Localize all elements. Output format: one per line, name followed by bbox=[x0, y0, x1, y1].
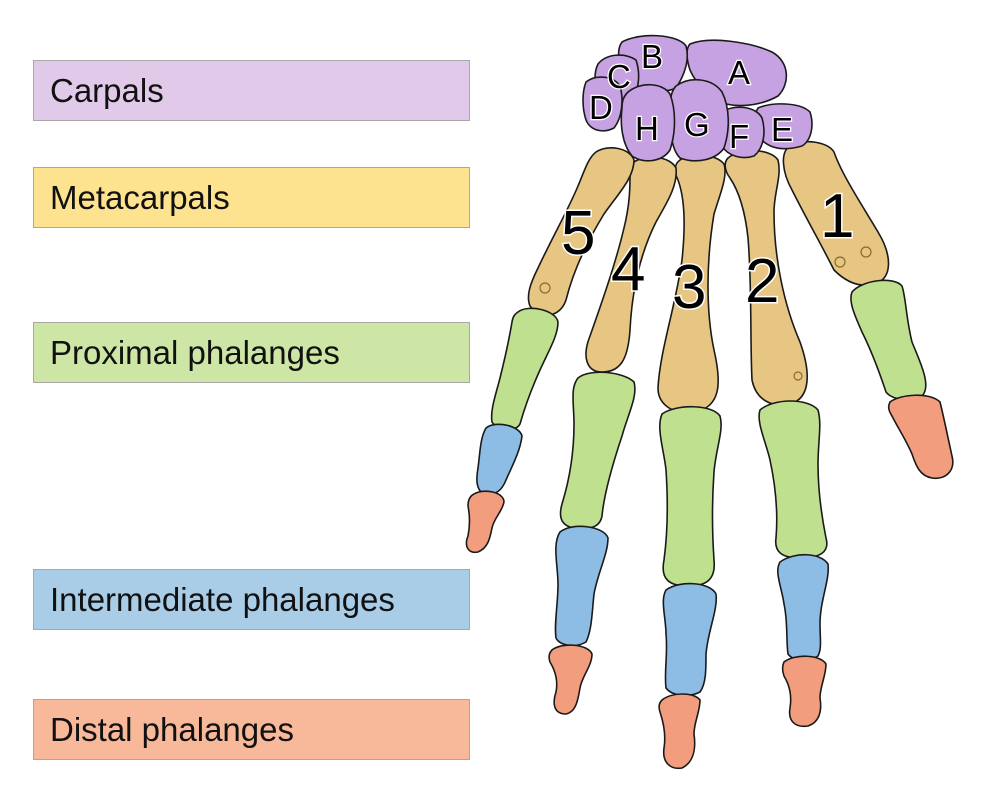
proximal-phalanx-2 bbox=[758, 400, 828, 559]
legend-carpals: Carpals bbox=[33, 60, 470, 121]
metacarpal-labels: 1 2 3 4 5 bbox=[560, 181, 856, 324]
metacarpal-label-5: 5 bbox=[561, 199, 595, 268]
carpal-label-a: A bbox=[728, 54, 750, 91]
proximal-phalanges bbox=[490, 279, 927, 587]
carpals bbox=[582, 34, 813, 162]
distal-phalanges bbox=[465, 394, 954, 770]
metacarpal-label-3: 3 bbox=[672, 253, 706, 322]
legend-metacarpals: Metacarpals bbox=[33, 167, 470, 228]
proximal-phalanx-5 bbox=[490, 307, 559, 431]
distal-phalanx-1 bbox=[887, 394, 954, 480]
carpal-h bbox=[620, 83, 676, 162]
intermediate-phalanx-3 bbox=[662, 582, 718, 697]
intermediate-phalanges bbox=[476, 423, 830, 697]
carpal-label-c: C bbox=[607, 58, 631, 95]
metacarpal-label-4: 4 bbox=[611, 235, 645, 304]
proximal-phalanx-3 bbox=[659, 405, 722, 587]
carpal-label-h: H bbox=[635, 110, 659, 147]
carpal-label-d: D bbox=[589, 89, 613, 126]
proximal-phalanx-4 bbox=[559, 371, 636, 530]
distal-phalanx-4 bbox=[548, 644, 593, 715]
carpal-label-b: B bbox=[641, 38, 663, 75]
metacarpals bbox=[527, 140, 890, 414]
distal-phalanx-2 bbox=[781, 655, 827, 728]
distal-phalanx-5 bbox=[465, 490, 505, 554]
intermediate-phalanx-5 bbox=[476, 423, 523, 496]
distal-phalanx-3 bbox=[658, 693, 701, 770]
legend-distal-phalanges: Distal phalanges bbox=[33, 699, 470, 760]
carpal-label-e: E bbox=[771, 111, 793, 148]
carpal-labels: A B C D E F G H bbox=[588, 37, 795, 157]
metacarpal-label-2: 2 bbox=[745, 247, 779, 316]
bone-details bbox=[539, 246, 872, 381]
carpal-label-f: F bbox=[729, 118, 749, 155]
intermediate-phalanx-2 bbox=[777, 553, 830, 662]
legend-proximal-phalanges: Proximal phalanges bbox=[33, 322, 470, 383]
metacarpal-label-1: 1 bbox=[820, 182, 854, 251]
carpal-label-g: G bbox=[684, 106, 710, 143]
proximal-phalanx-1 bbox=[850, 279, 927, 401]
carpal-d bbox=[582, 76, 623, 132]
intermediate-phalanx-4 bbox=[554, 525, 609, 647]
legend-intermediate-phalanges: Intermediate phalanges bbox=[33, 569, 470, 630]
